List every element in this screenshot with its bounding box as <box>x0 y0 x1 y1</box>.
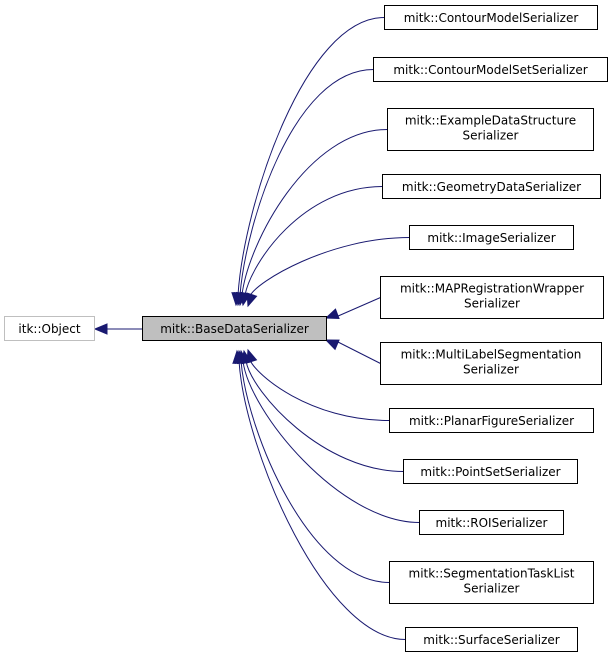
inheritance-edge <box>245 360 404 472</box>
inheritance-arrowhead <box>246 292 258 308</box>
node-box <box>380 342 602 385</box>
inheritance-arrowhead <box>324 308 340 319</box>
node-itk-object[interactable]: itk::Object <box>4 316 95 341</box>
node-box <box>389 408 594 433</box>
node-label: mitk::ImageSerializer <box>427 231 555 245</box>
inheritance-edge <box>249 359 390 421</box>
inheritance-edge <box>240 360 390 583</box>
node-derived-class[interactable]: mitk::PointSetSerializer <box>403 459 578 484</box>
inheritance-edge <box>238 360 406 640</box>
node-box <box>384 5 598 30</box>
inheritance-edge <box>336 297 381 317</box>
node-box <box>403 459 578 484</box>
node-label: mitk::MultiLabelSegmentation <box>401 348 582 362</box>
node-label: mitk::PlanarFigureSerializer <box>409 414 574 428</box>
inheritance-edge <box>239 69 374 296</box>
node-derived-class[interactable]: mitk::GeometryDataSerializer <box>382 174 601 199</box>
inheritance-edge <box>336 341 381 364</box>
node-box <box>419 510 564 535</box>
node-label: mitk::ExampleDataStructure <box>405 114 576 128</box>
node-box <box>387 108 594 151</box>
derived-classes: mitk::ContourModelSerializermitk::Contou… <box>373 5 608 652</box>
node-label: Serializer <box>463 129 519 143</box>
inheritance-edge <box>241 129 388 296</box>
node-label: mitk::SurfaceSerializer <box>423 633 559 647</box>
inheritance-edge <box>242 360 420 523</box>
node-box <box>405 627 578 652</box>
node-label: mitk::ROISerializer <box>436 516 548 530</box>
node-label: Serializer <box>464 297 520 311</box>
node-derived-class[interactable]: mitk::PlanarFigureSerializer <box>389 408 594 433</box>
node-derived-class[interactable]: mitk::ImageSerializer <box>409 225 574 250</box>
inheritance-edge <box>237 17 385 296</box>
node-label: mitk::ContourModelSerializer <box>404 11 579 25</box>
node-label: Serializer <box>464 582 520 596</box>
node-label: mitk::PointSetSerializer <box>420 465 560 479</box>
node-derived-class[interactable]: mitk::ROISerializer <box>419 510 564 535</box>
node-box <box>409 225 574 250</box>
node-box <box>380 276 604 319</box>
node-derived-class[interactable]: mitk::ContourModelSetSerializer <box>373 57 608 82</box>
inheritance-edge <box>249 237 410 297</box>
node-box <box>389 561 594 604</box>
inheritance-arrowhead <box>232 349 244 364</box>
node-label: mitk::GeometryDataSerializer <box>402 180 581 194</box>
node-box <box>373 57 608 82</box>
node-derived-class[interactable]: mitk::SurfaceSerializer <box>405 627 578 652</box>
node-label: mitk::MAPRegistrationWrapper <box>400 282 584 296</box>
inheritance-edge <box>244 186 383 296</box>
node-base-data-serializer-label: mitk::BaseDataSerializer <box>160 322 309 336</box>
node-label: mitk::ContourModelSetSerializer <box>393 63 587 77</box>
node-derived-class[interactable]: mitk::ContourModelSerializer <box>384 5 598 30</box>
node-base-data-serializer[interactable]: mitk::BaseDataSerializer <box>142 316 327 341</box>
inheritance-arrowhead-parent <box>93 323 108 335</box>
node-label: Serializer <box>463 363 519 377</box>
node-itk-object-label: itk::Object <box>18 322 80 336</box>
inheritance-arrowhead <box>324 339 340 351</box>
inheritance-edges <box>93 17 420 640</box>
node-box <box>382 174 601 199</box>
node-label: mitk::SegmentationTaskList <box>409 567 575 581</box>
